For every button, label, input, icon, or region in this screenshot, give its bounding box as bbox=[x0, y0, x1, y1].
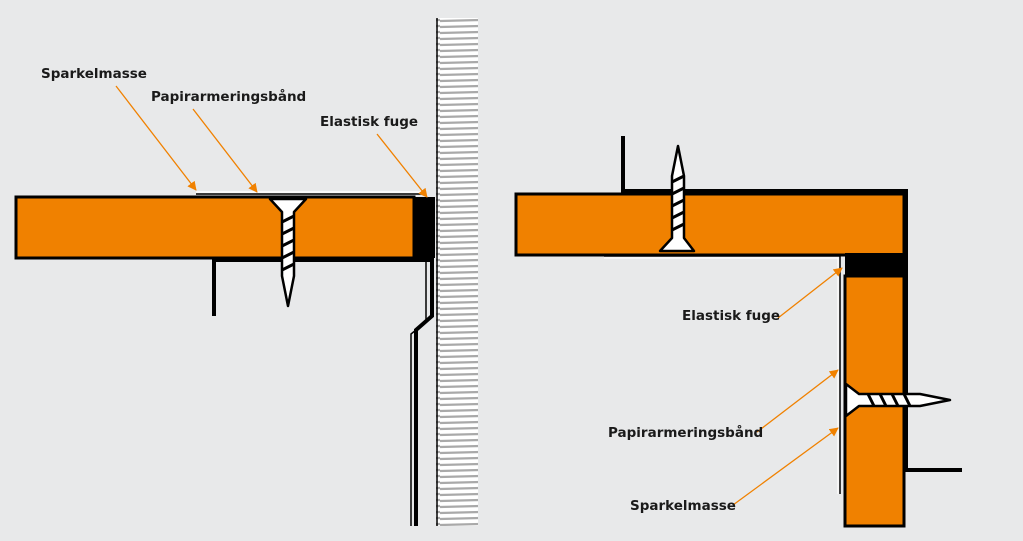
stud-profile-vertical bbox=[212, 258, 434, 526]
masonry-wall bbox=[436, 18, 478, 526]
screw-top bbox=[658, 144, 696, 253]
filler-corner bbox=[604, 257, 839, 494]
screw-left bbox=[268, 197, 308, 308]
leader-elastisk-right bbox=[777, 267, 843, 319]
leader-sparkelmasse-left bbox=[115, 85, 197, 191]
leader-sparkelmasse-right bbox=[732, 427, 839, 506]
right-detail: Elastisk fuge Papirarmeringsbånd Sparkel… bbox=[514, 136, 962, 528]
label-sparkelmasse-left: Sparkelmasse bbox=[41, 66, 147, 82]
label-papirarmeringsband-right: Papirarmeringsbånd bbox=[608, 424, 763, 441]
left-detail: Sparkelmasse Papirarmeringsbånd Elastisk… bbox=[14, 18, 478, 526]
leader-elastisk-left bbox=[376, 133, 428, 198]
elastic-joint-corner bbox=[845, 253, 904, 277]
label-elastisk-fuge-left: Elastisk fuge bbox=[320, 114, 418, 130]
gypsum-board bbox=[14, 195, 416, 260]
elastic-joint bbox=[413, 197, 435, 258]
stud-flange-top bbox=[621, 136, 962, 472]
paper-tape-corner bbox=[604, 255, 841, 494]
stud-profile-inner bbox=[410, 262, 427, 526]
ceiling-board bbox=[514, 192, 906, 257]
leader-papirarmering-left bbox=[192, 108, 258, 193]
leader-papirarmering-right bbox=[756, 369, 839, 433]
label-papirarmeringsband-left: Papirarmeringsbånd bbox=[151, 88, 306, 105]
label-sparkelmasse-right: Sparkelmasse bbox=[630, 498, 736, 514]
label-elastisk-fuge-right: Elastisk fuge bbox=[682, 308, 780, 324]
screw-side bbox=[844, 382, 952, 418]
